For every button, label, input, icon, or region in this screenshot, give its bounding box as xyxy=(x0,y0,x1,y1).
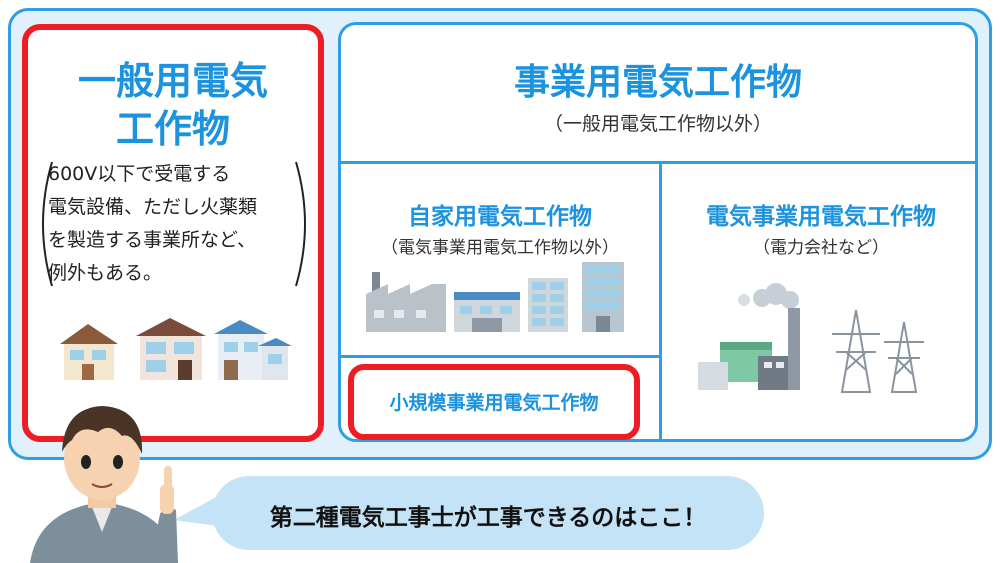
divider-vertical xyxy=(659,161,662,439)
divider-horizontal xyxy=(341,161,975,164)
utility-note: （電力会社など） xyxy=(753,238,889,258)
speech-bubble: 第二種電気工事士が工事できるのはここ！ xyxy=(212,476,764,550)
business-title: 事業用電気工作物 xyxy=(513,62,802,103)
general-description: 600V以下で受電する 電気設備、ただし火薬類 を製造する事業所など、 例外もあ… xyxy=(48,158,288,290)
office-building-icon xyxy=(528,278,568,332)
houses-illustration xyxy=(60,318,292,380)
right-paren-icon xyxy=(295,161,306,287)
divider-small xyxy=(341,355,661,358)
small-scale-title: 小規模事業用電気工作物 xyxy=(389,392,599,414)
speech-text: 第二種電気工事士が工事できるのはここ！ xyxy=(269,505,707,531)
utility-illustration xyxy=(698,283,924,393)
power-plant-icon xyxy=(698,283,800,390)
worker-character xyxy=(30,406,178,563)
warehouse-icon xyxy=(454,292,520,332)
self-use-title: 自家用電気工作物 xyxy=(408,204,592,230)
self-use-note: （電気事業用電気工作物以外） xyxy=(381,238,619,258)
house-3-icon xyxy=(214,320,292,380)
transmission-tower-icon xyxy=(884,321,924,393)
factory-icon xyxy=(366,272,446,332)
buildings-illustration xyxy=(366,262,624,332)
desc-line: 600V以下で受電する xyxy=(48,163,231,185)
house-2-icon xyxy=(136,318,206,380)
small-scale-box: 小規模事業用電気工作物 xyxy=(348,364,640,440)
business-subtitle: （一般用電気工作物以外） xyxy=(543,113,772,135)
desc-line: 電気設備、ただし火薬類 xyxy=(48,196,258,218)
bubble-tail xyxy=(174,496,218,526)
general-title-line2: 工作物 xyxy=(115,107,230,151)
left-paren-icon xyxy=(42,161,53,287)
general-title-line1: 一般用電気 xyxy=(77,59,268,103)
tall-building-icon xyxy=(582,262,624,332)
transmission-tower-icon xyxy=(832,309,880,393)
desc-line: 例外もある。 xyxy=(48,262,163,284)
utility-title: 電気事業用電気工作物 xyxy=(706,204,936,230)
house-1-icon xyxy=(60,324,118,380)
desc-line: を製造する事業所など、 xyxy=(48,229,257,251)
